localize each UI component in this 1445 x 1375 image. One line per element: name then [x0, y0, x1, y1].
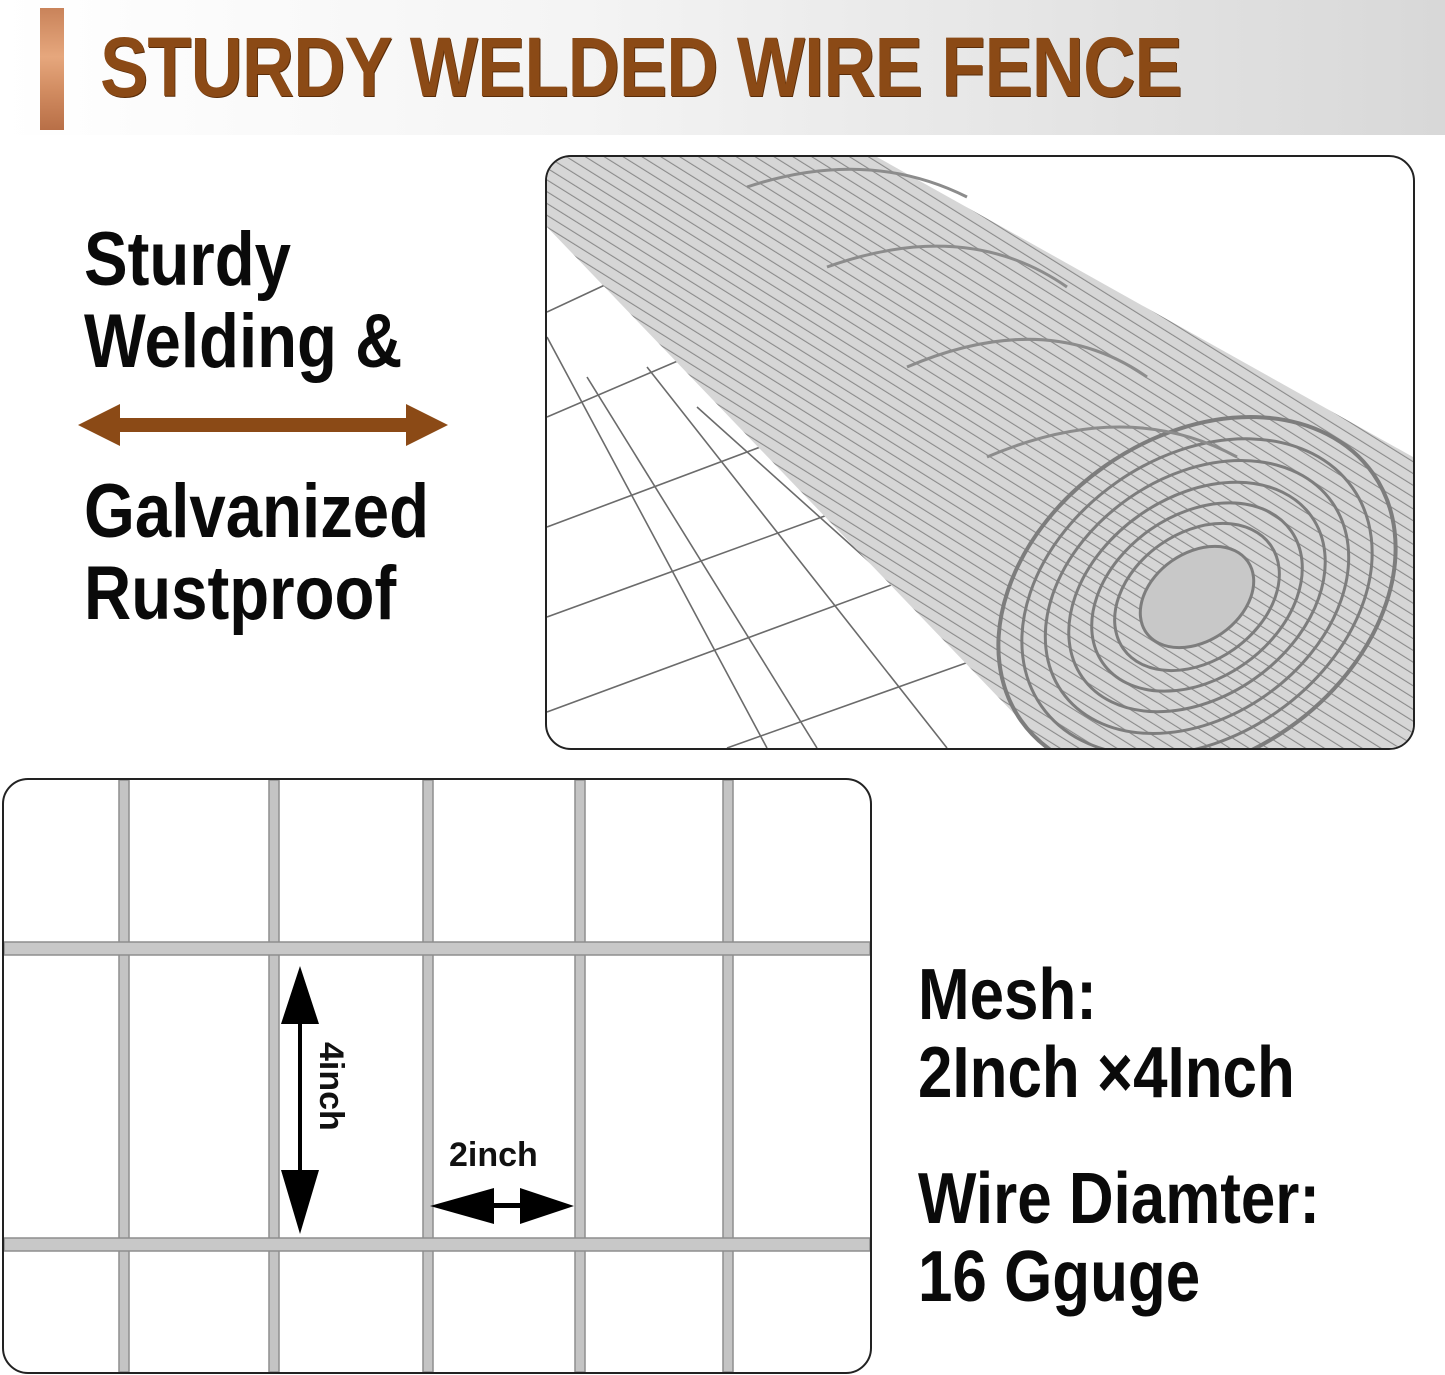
spec-wire-label: Wire Diamter: — [918, 1159, 1321, 1239]
horizontal-dimension-arrow — [430, 1188, 574, 1224]
mesh-closeup-image: 4inch 2inch — [2, 778, 872, 1374]
feature-line-welding: Welding & — [84, 299, 403, 384]
horizontal-dimension-label: 2inch — [449, 1136, 538, 1174]
spec-mesh-value: 2Inch ×4Inch — [918, 1033, 1295, 1113]
wire-roll-image — [545, 155, 1415, 750]
title-banner: STURDY WELDED WIRE FENCE — [0, 0, 1445, 135]
feature-line-sturdy: Sturdy — [84, 217, 292, 302]
feature-line-galvanized: Galvanized — [84, 469, 430, 554]
double-arrow-icon — [78, 400, 448, 450]
spec-mesh-label: Mesh: — [918, 955, 1097, 1035]
feature-line-rustproof: Rustproof — [84, 551, 397, 636]
vertical-dimension-label: 4inch — [312, 1042, 350, 1131]
banner-title: STURDY WELDED WIRE FENCE — [100, 20, 1183, 114]
spec-wire-value: 16 Gguge — [918, 1237, 1201, 1317]
banner-accent-bar — [40, 8, 64, 130]
vertical-wires — [118, 780, 734, 1372]
roll-end-spiral — [996, 415, 1398, 748]
vertical-dimension-arrow — [281, 966, 319, 1234]
roll-rings — [746, 167, 1238, 459]
roll-body — [547, 157, 1413, 748]
horizontal-wires — [4, 941, 870, 1252]
